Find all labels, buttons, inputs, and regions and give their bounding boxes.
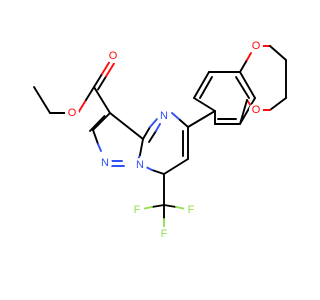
atom-label-f-right: F: [184, 203, 198, 217]
molecule-structure-diagram: O O N N N O O F F F: [33, 39, 287, 241]
svg-text:N: N: [160, 110, 168, 122]
benzodioxane-aryl-bonds: [187, 71, 256, 128]
atom-label-n-bridge: N: [133, 158, 147, 172]
atom-label-o-dioxane-bottom: O: [249, 103, 263, 117]
dioxane-ring-bonds: [239, 45, 287, 125]
atom-label-o-dioxane-top: O: [249, 39, 263, 53]
svg-text:N: N: [136, 159, 144, 171]
svg-text:O: O: [252, 104, 261, 116]
svg-text:O: O: [252, 40, 261, 52]
svg-text:F: F: [134, 204, 141, 216]
svg-text:F: F: [188, 204, 195, 216]
ethyl-ester-bonds: [33, 60, 115, 114]
svg-text:O: O: [68, 107, 77, 119]
atom-label-n-pyrazole: N: [98, 156, 112, 170]
trifluoromethyl-bonds: [141, 173, 187, 230]
svg-text:N: N: [101, 157, 109, 169]
svg-text:F: F: [161, 228, 168, 240]
atom-label-f-bottom: F: [157, 227, 171, 241]
atom-label-o-carbonyl: O: [106, 49, 120, 63]
atom-label-n-pyrimidine: N: [157, 109, 171, 123]
atom-label-f-left: F: [130, 203, 144, 217]
atom-label-o-ester: O: [65, 106, 79, 120]
svg-text:O: O: [109, 50, 118, 62]
pyrimidine-ring-bonds: [142, 112, 189, 175]
